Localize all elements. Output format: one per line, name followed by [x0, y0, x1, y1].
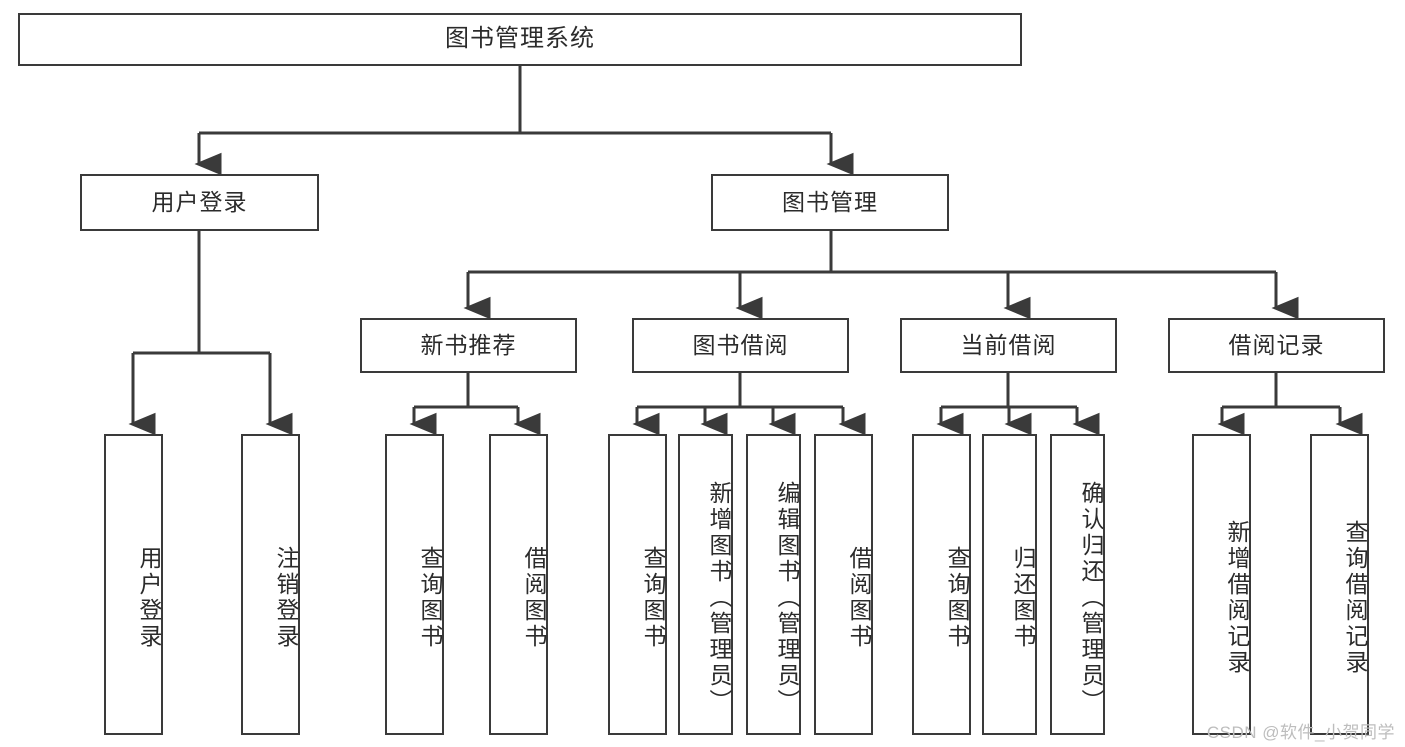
leaf-current-return-book[interactable]: 归还图书 — [982, 434, 1037, 735]
node-current-borrowing[interactable]: 当前借阅 — [900, 318, 1117, 373]
leaf-borrow-add-book-admin[interactable]: 新增图书（管理员） — [678, 434, 733, 735]
leaf-recommend-query-book[interactable]: 查询图书 — [385, 434, 444, 735]
node-new-book-recommendation[interactable]: 新书推荐 — [360, 318, 577, 373]
node-label: 借阅图书 — [521, 545, 547, 650]
node-label: 用户登录 — [151, 188, 248, 215]
leaf-user-login[interactable]: 用户登录 — [104, 434, 163, 735]
leaf-record-add-borrow-record[interactable]: 新增借阅记录 — [1192, 434, 1251, 735]
node-book-borrowing[interactable]: 图书借阅 — [632, 318, 849, 373]
node-label: 图书管理系统 — [445, 25, 595, 53]
node-label: 编辑图书（管理员） — [774, 480, 800, 715]
node-label: 查询图书 — [944, 545, 970, 650]
node-label: 借阅记录 — [1228, 331, 1325, 358]
node-label: 当前借阅 — [960, 331, 1057, 358]
node-user-login[interactable]: 用户登录 — [80, 174, 319, 231]
node-label: 归还图书 — [1010, 545, 1036, 650]
leaf-borrow-book[interactable]: 借阅图书 — [814, 434, 873, 735]
node-label: 借阅图书 — [846, 545, 872, 650]
node-root-book-management-system[interactable]: 图书管理系统 — [18, 13, 1022, 66]
node-book-management[interactable]: 图书管理 — [711, 174, 949, 231]
node-borrowing-record[interactable]: 借阅记录 — [1168, 318, 1385, 373]
node-label: 注销登录 — [273, 545, 299, 650]
node-label: 新增图书（管理员） — [706, 480, 732, 715]
leaf-borrow-query-book[interactable]: 查询图书 — [608, 434, 667, 735]
node-label: 新增借阅记录 — [1224, 519, 1250, 676]
node-label: 用户登录 — [136, 545, 162, 650]
csdn-watermark: CSDN @软件_小贺同学 — [1206, 723, 1395, 742]
leaf-borrow-edit-book-admin[interactable]: 编辑图书（管理员） — [746, 434, 801, 735]
node-label: 查询图书 — [417, 545, 443, 650]
node-label: 图书管理 — [782, 188, 878, 215]
leaf-current-confirm-return-admin[interactable]: 确认归还（管理员） — [1050, 434, 1105, 735]
node-label: 查询借阅记录 — [1342, 519, 1368, 676]
node-label: 确认归还（管理员） — [1078, 480, 1104, 715]
leaf-record-query-borrow-record[interactable]: 查询借阅记录 — [1310, 434, 1369, 735]
node-label: 新书推荐 — [420, 331, 517, 358]
node-label: 查询图书 — [640, 545, 666, 650]
node-label: 图书借阅 — [692, 331, 789, 358]
leaf-user-logout[interactable]: 注销登录 — [241, 434, 300, 735]
leaf-current-query-book[interactable]: 查询图书 — [912, 434, 971, 735]
leaf-recommend-borrow-book[interactable]: 借阅图书 — [489, 434, 548, 735]
